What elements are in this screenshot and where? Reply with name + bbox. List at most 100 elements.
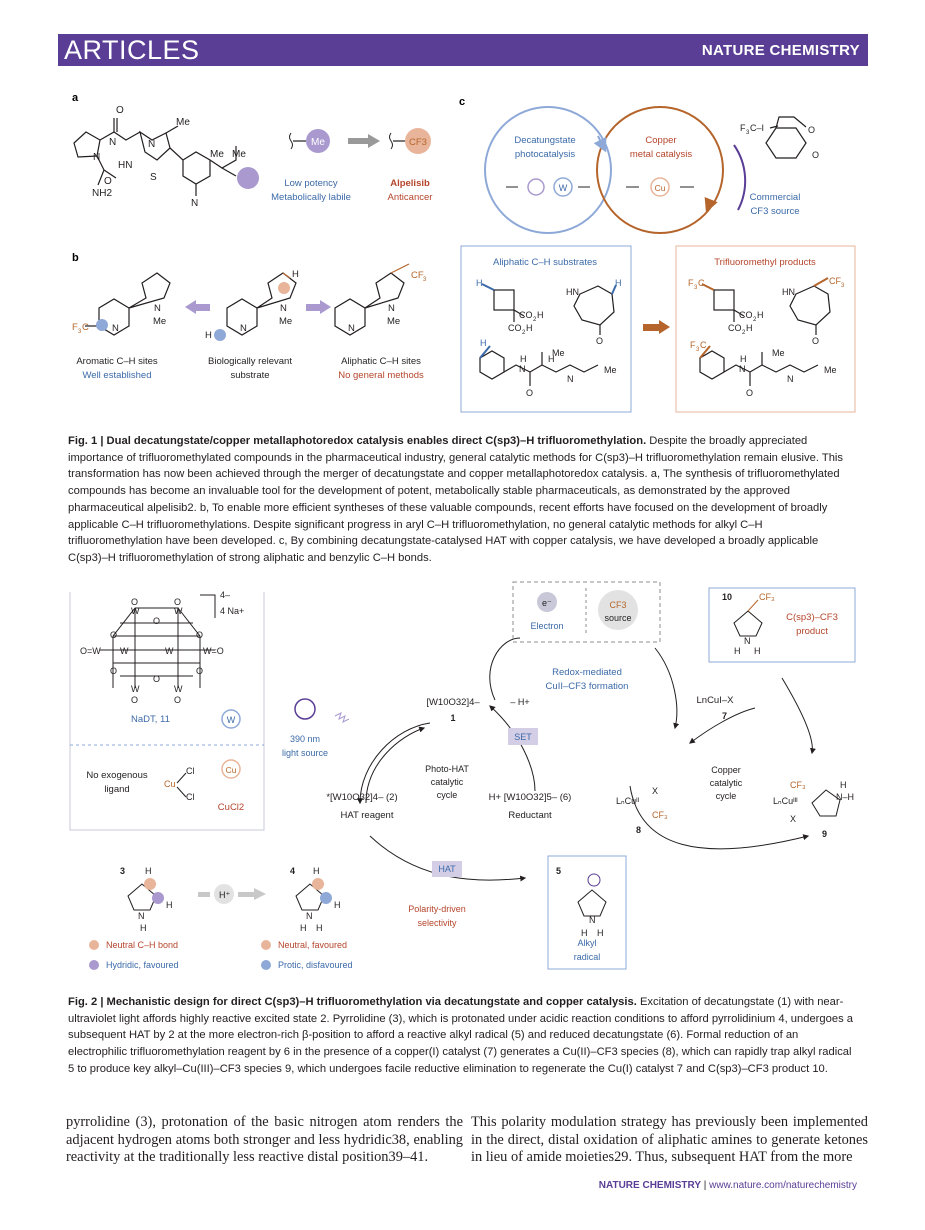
relax-arrow [365, 726, 426, 804]
redox-text-2: CuII–CF3 formation [546, 681, 629, 692]
svg-text:O: O [746, 388, 753, 398]
copper-text-2: metal catalysis [630, 149, 693, 160]
polarity-2: selectivity [417, 918, 457, 928]
svg-text:N: N [93, 152, 100, 163]
svg-text:Me: Me [387, 316, 400, 327]
svg-text:source: source [604, 613, 631, 623]
aromatic-text: Aromatic C–H sites [76, 356, 158, 367]
svg-text:O: O [153, 616, 160, 626]
fig2-caption: Fig. 2 | Mechanistic design for direct C… [68, 994, 860, 1078]
excite-arrow [357, 722, 431, 805]
svg-text:e⁻: e⁻ [542, 598, 552, 608]
legend-protic-swatch [261, 960, 271, 970]
decatungstate-cluster [100, 607, 215, 688]
svg-text:NH2: NH2 [92, 188, 112, 199]
anticancer-text: Anticancer [388, 192, 433, 203]
copper-cycle-2: catalytic [710, 778, 743, 788]
no-ligand-1: No exogenous [86, 770, 148, 781]
protonation-arrow: H⁺ [198, 884, 266, 904]
section-label: ARTICLES [64, 35, 200, 65]
svg-text:H: H [734, 646, 741, 656]
footer-url[interactable]: www.nature.com/naturechemistry [709, 1180, 857, 1191]
product-2: product [796, 626, 828, 637]
svg-text:N: N [306, 911, 313, 921]
svg-text:C: C [698, 278, 705, 288]
svg-text:Cl: Cl [186, 766, 195, 776]
cf3-group: CF3 [389, 128, 431, 154]
svg-text:H: H [313, 866, 320, 876]
product-cf3-bond [747, 599, 759, 612]
svg-text:Me: Me [552, 348, 565, 358]
nicotine-structures [85, 263, 410, 336]
num10: 10 [722, 592, 732, 602]
svg-text:2: 2 [753, 317, 757, 323]
electron-arrow [489, 637, 521, 701]
svg-text:H: H [205, 330, 212, 341]
hydridic-site-3 [152, 892, 164, 904]
product-box [708, 587, 856, 663]
ox-arrow [689, 707, 756, 744]
svg-text:H: H [746, 323, 753, 333]
svg-text:C: C [700, 340, 707, 350]
svg-text:H: H [166, 900, 173, 910]
legend-neutral: Neutral C–H bond [106, 940, 178, 950]
svg-text:H: H [140, 923, 147, 933]
svg-text:H: H [757, 310, 764, 320]
svg-text:N: N [787, 374, 794, 384]
svg-text:Me: Me [176, 117, 190, 128]
metabolic-text: Metabolically labile [271, 192, 351, 203]
alpelisib-atoms: N O N HN N S Me Me Me NH2 O N [92, 105, 246, 209]
svg-text:W: W [131, 684, 140, 694]
svg-text:O: O [196, 630, 203, 640]
svg-text:H: H [480, 338, 487, 348]
fig1-caption-title: Fig. 1 | Dual decatungstate/copper metal… [68, 435, 647, 447]
w-catalyst-icon [221, 709, 241, 729]
svg-text:O: O [526, 388, 533, 398]
minus-h-text: – H+ [510, 697, 529, 707]
photo-cycle-1: Photo-HAT [425, 764, 469, 774]
svg-text:3: 3 [841, 283, 845, 289]
body-text-left: pyrrolidine (3), protonation of the basi… [66, 1114, 463, 1165]
svg-text:H: H [537, 310, 544, 320]
svg-text:CF₃: CF₃ [652, 810, 668, 820]
svg-text:H⁺: H⁺ [219, 890, 230, 900]
svg-text:CO: CO [519, 310, 533, 320]
svg-text:N: N [154, 303, 161, 314]
svg-text:H: H [548, 354, 555, 364]
svg-text:O: O [104, 176, 112, 187]
svg-text:Me: Me [210, 149, 224, 160]
togni-reagent [765, 116, 807, 159]
svg-text:W: W [165, 646, 174, 656]
svg-text:X: X [790, 814, 796, 824]
svg-text:H: H [597, 928, 604, 938]
svg-text:F: F [740, 123, 746, 133]
svg-text:O: O [174, 597, 181, 607]
svg-text:N: N [739, 364, 746, 374]
svg-text:O: O [110, 666, 117, 676]
svg-text:CO: CO [728, 323, 742, 333]
num9: 9 [822, 829, 827, 839]
svg-text:HN: HN [566, 287, 579, 297]
svg-text:O: O [110, 630, 117, 640]
hat-text: HAT [438, 864, 456, 874]
svg-text:N–H: N–H [836, 792, 854, 802]
highlight-circle [237, 167, 259, 189]
num4: 4 [290, 866, 295, 876]
svg-text:Cu: Cu [226, 765, 237, 775]
svg-text:H: H [840, 780, 847, 790]
aromatic-highlight [96, 319, 108, 331]
journal-label: NATURE CHEMISTRY [701, 42, 860, 59]
purple-arrow-right [306, 300, 331, 314]
protic-site-4 [320, 892, 332, 904]
svg-text:H: H [526, 323, 533, 333]
products-title: Trifluoromethyl products [714, 257, 816, 268]
cu-circle-icon [650, 177, 670, 197]
reagent-arc [733, 144, 747, 211]
bio-text: Biologically relevant [208, 356, 292, 367]
svg-text:W: W [559, 183, 568, 193]
established-text: Well established [82, 370, 151, 381]
svg-text:N: N [191, 198, 198, 209]
svg-text:LₙCuᴵᴵ: LₙCuᴵᴵ [616, 796, 640, 806]
